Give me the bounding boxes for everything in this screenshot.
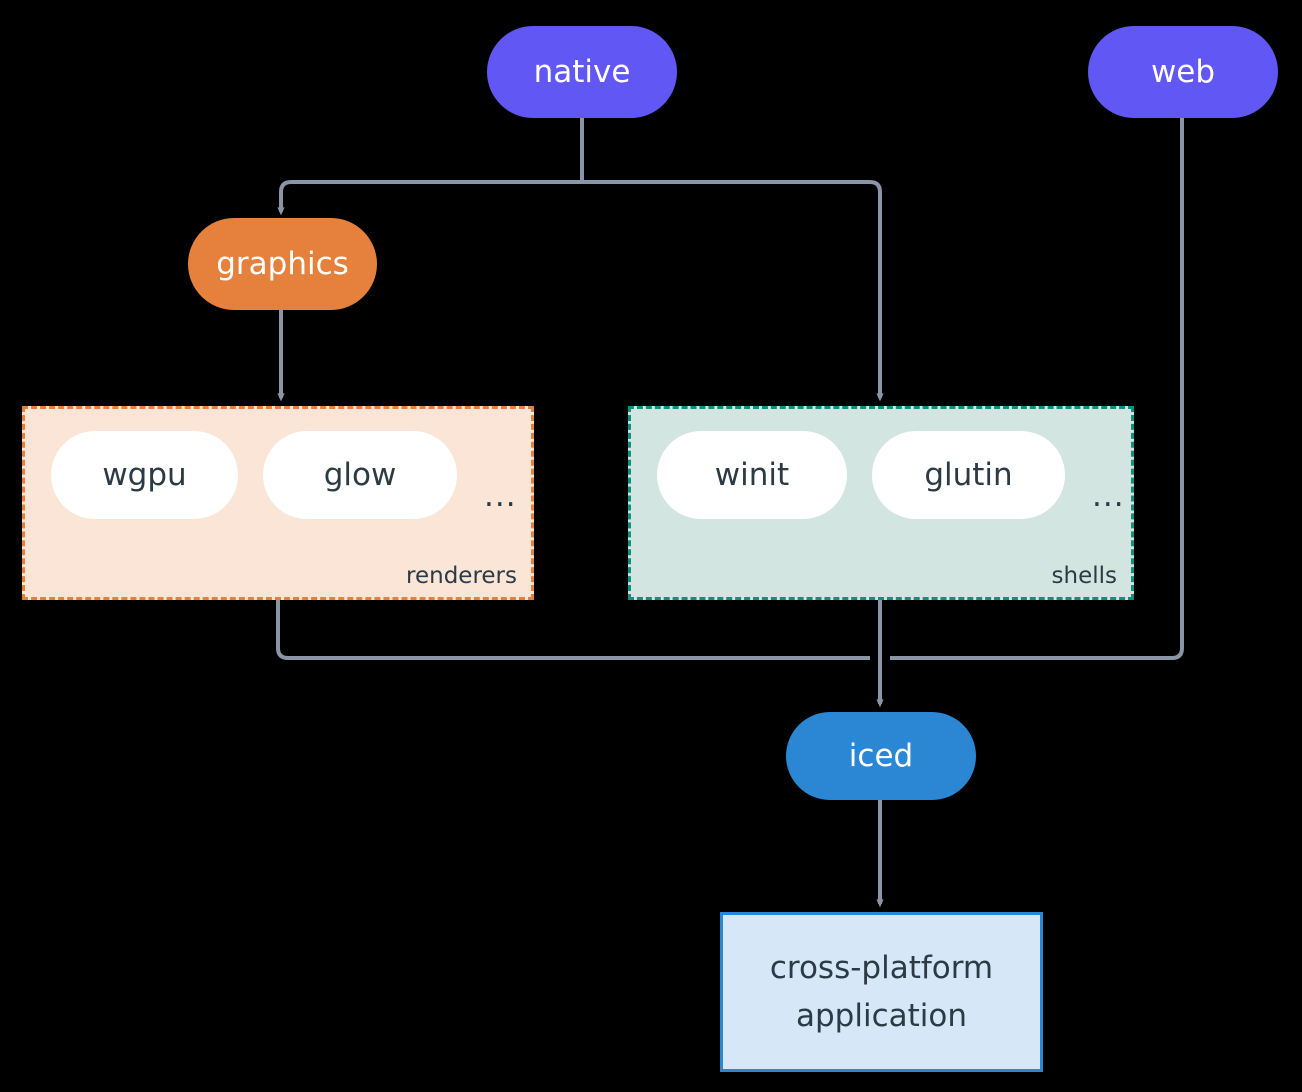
- leaf-glow[interactable]: glow: [263, 431, 457, 519]
- node-iced[interactable]: iced: [786, 712, 976, 800]
- group-shells-label: shells: [1051, 563, 1117, 589]
- node-web[interactable]: web: [1088, 26, 1278, 118]
- leaf-wgpu-label: wgpu: [102, 457, 187, 493]
- application-label-line2: application: [796, 998, 967, 1034]
- group-renderers: wgpu glow ... renderers: [22, 406, 534, 600]
- node-graphics-label: graphics: [216, 245, 349, 282]
- node-web-label: web: [1150, 53, 1216, 90]
- edge-native-graphics: [277, 180, 582, 216]
- edge-native-shells: [582, 180, 884, 402]
- leaf-glutin[interactable]: glutin: [872, 431, 1065, 519]
- node-native-label: native: [533, 53, 631, 90]
- leaf-winit[interactable]: winit: [657, 431, 847, 519]
- group-shells: winit glutin ... shells: [628, 406, 1134, 600]
- edge-renderers-iced: [276, 600, 870, 660]
- leaf-glutin-label: glutin: [924, 457, 1013, 493]
- leaf-wgpu[interactable]: wgpu: [51, 431, 238, 519]
- node-iced-label: iced: [848, 737, 914, 774]
- leaf-glow-label: glow: [323, 457, 397, 493]
- node-graphics[interactable]: graphics: [188, 218, 377, 310]
- shells-more-ellipsis: ...: [1092, 478, 1125, 514]
- application-label-line1: cross-platform: [769, 949, 994, 986]
- node-application[interactable]: cross-platform application: [720, 912, 1043, 1072]
- group-renderers-label: renderers: [406, 563, 517, 589]
- leaf-winit-label: winit: [714, 457, 790, 493]
- renderers-more-ellipsis: ...: [484, 478, 517, 514]
- node-native[interactable]: native: [487, 26, 677, 118]
